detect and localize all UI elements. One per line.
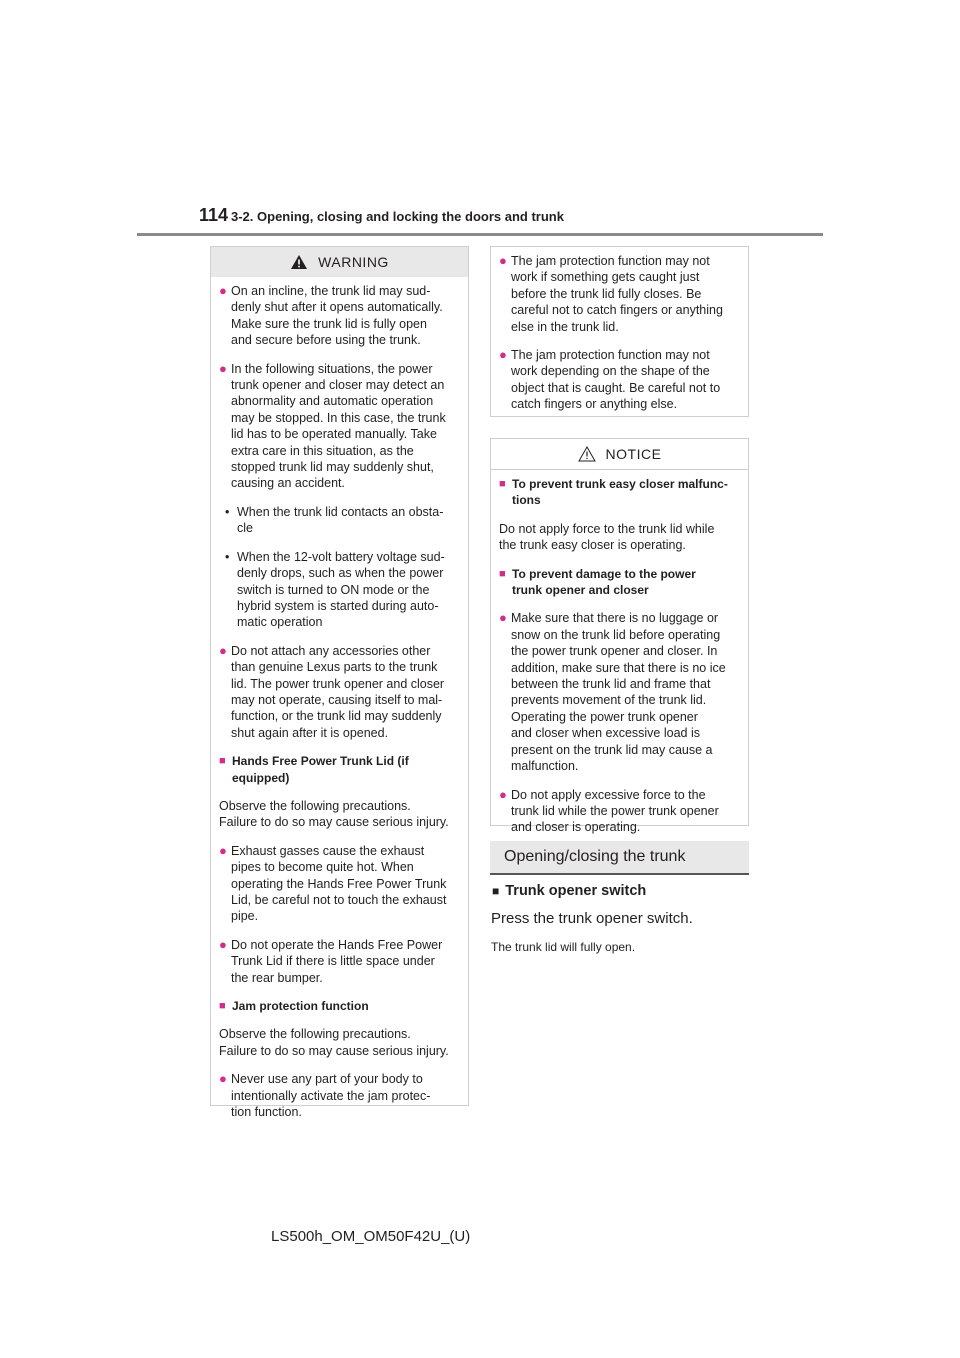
list-item: ●The jam protection function may not wor… <box>499 347 721 412</box>
list-item: ●Make sure that there is no luggage or s… <box>499 610 726 774</box>
instruction-text: Press the trunk opener switch. <box>491 910 693 927</box>
square-icon: ■ <box>499 567 506 580</box>
bullet-icon: ● <box>499 610 507 626</box>
page-number: 114 <box>199 205 229 225</box>
warning-continued-box: ●The jam protection function may not wor… <box>490 246 749 417</box>
notice-title: NOTICE <box>605 445 662 462</box>
subsection-heading: ■Jam protection function <box>219 999 369 1014</box>
result-note: The trunk lid will fully open. <box>491 940 636 954</box>
document-code: LS500h_OM_OM50F42U_(U) <box>271 1228 471 1245</box>
bullet-icon: ● <box>219 936 227 952</box>
bullet-icon: ● <box>219 360 227 376</box>
paragraph: Observe the following precautions. Failu… <box>219 798 449 830</box>
header-divider <box>137 233 823 236</box>
warning-title: WARNING <box>318 253 389 270</box>
list-item: ●Exhaust gasses cause the exhaust pipes … <box>219 842 447 924</box>
list-item: ●Do not operate the Hands Free Power Tru… <box>219 936 443 985</box>
warning-box: WARNING ●On an incline, the trunk lid ma… <box>210 246 469 1119</box>
bullet-icon: ● <box>219 1071 227 1087</box>
square-icon: ■ <box>499 478 506 490</box>
square-icon: ■ <box>219 755 226 768</box>
warning-triangle-icon <box>291 255 308 269</box>
list-item: ●Do not apply excessive force to the tru… <box>499 786 719 835</box>
paragraph: Observe the following precautions. Failu… <box>219 1027 449 1058</box>
bullet-icon: ● <box>219 842 227 858</box>
paragraph: Do not apply force to the trunk lid whil… <box>499 521 715 553</box>
bullet-icon: ● <box>219 283 227 298</box>
list-item: ●In the following situations, the power … <box>219 360 446 491</box>
warning-body: ●On an incline, the trunk lid may sud- d… <box>211 277 468 1136</box>
section-title: 3-2. Opening, closing and locking the do… <box>231 209 564 224</box>
square-icon: ■ <box>219 1000 226 1013</box>
caution-triangle-icon <box>577 446 596 462</box>
sub-list-item: •When the trunk lid contacts an obsta- c… <box>225 504 444 536</box>
square-icon: ■ <box>492 884 500 898</box>
subsection-heading: ■To prevent trunk easy closer malfunc- t… <box>499 477 728 508</box>
section-heading: Opening/closing the trunk <box>490 841 749 875</box>
list-item: ●Never use any part of your body to inte… <box>219 1071 431 1120</box>
warning-continued-body: ●The jam protection function may not wor… <box>491 247 748 429</box>
notice-header: NOTICE <box>491 439 748 470</box>
list-item: ●The jam protection function may not wor… <box>499 253 723 334</box>
bullet-icon: ● <box>499 786 507 802</box>
list-item: ●Do not attach any accessories other tha… <box>219 642 445 740</box>
sub-list-item: •When the 12-volt battery voltage sud- d… <box>225 549 445 630</box>
bullet-icon: ● <box>499 253 507 268</box>
list-item: ●On an incline, the trunk lid may sud- d… <box>219 283 443 348</box>
notice-box: NOTICE ■To prevent trunk easy closer mal… <box>490 438 749 834</box>
subheading: ■Trunk opener switch <box>492 883 647 899</box>
notice-body: ■To prevent trunk easy closer malfunc- t… <box>491 470 748 852</box>
page-header: 114 3-2. Opening, closing and locking th… <box>137 205 823 236</box>
subsection-heading: ■Hands Free Power Trunk Lid (if equipped… <box>219 754 409 785</box>
bullet-icon: ● <box>219 642 227 658</box>
warning-header: WARNING <box>211 247 468 277</box>
bullet-icon: ● <box>499 347 507 363</box>
subsection-heading: ■To prevent damage to the power trunk op… <box>499 566 696 598</box>
